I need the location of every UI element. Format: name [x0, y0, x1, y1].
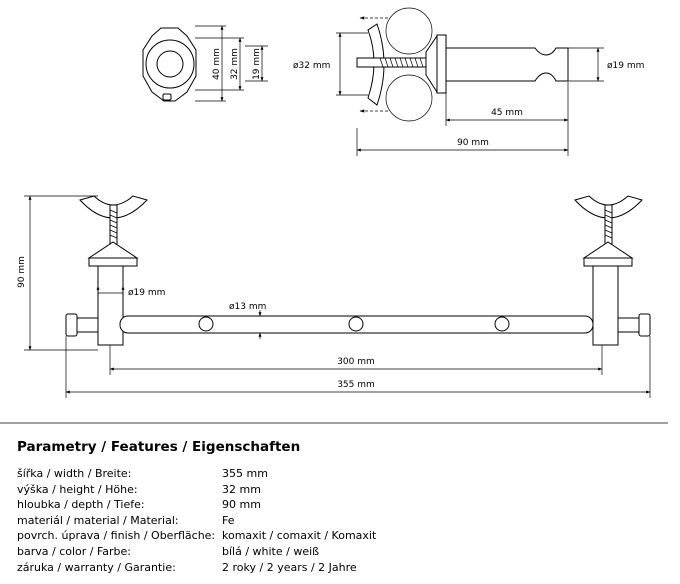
- side-dim-90-label: 90 mm: [457, 138, 489, 148]
- side-view: ø32 mm ø19 mm 45 mm 90 mm: [293, 7, 644, 156]
- feature-label: záruka / warranty / Garantie:: [17, 560, 176, 574]
- side-dim-d32-label: ø32 mm: [293, 61, 330, 71]
- front-view: 40 mm 32 mm 19 mm: [142, 25, 268, 102]
- main-view: 90 mm ø19 mm ø13 mm 300 mm 355 mm: [17, 195, 651, 398]
- features-title: Parametry / Features / Eigenschaften: [17, 439, 301, 455]
- feature-row-finish: povrch. úprava / finish / Oberfläche: ko…: [17, 529, 657, 545]
- feature-row-height: výška / height / Höhe: 32 mm: [17, 483, 657, 499]
- front-dim-40-label: 40 mm: [212, 48, 222, 80]
- feature-label: výška / height / Höhe:: [17, 482, 138, 496]
- feature-row-width: šířka / width / Breite: 355 mm: [17, 467, 657, 483]
- feature-row-depth: hloubka / depth / Tiefe: 90 mm: [17, 498, 657, 514]
- feature-row-warranty: záruka / warranty / Garantie: 2 roky / 2…: [17, 561, 657, 577]
- feature-label: barva / color / Farbe:: [17, 544, 132, 558]
- main-dim-d13-label: ø13 mm: [229, 302, 266, 312]
- feature-value: komaxit / comaxit / Komaxit: [222, 529, 377, 543]
- feature-value: 2 roky / 2 years / 2 Jahre: [222, 560, 357, 574]
- technical-drawing: 40 mm 32 mm 19 mm ø32 mm: [0, 7, 668, 424]
- side-dim-45-label: 45 mm: [491, 108, 523, 118]
- main-dim-90-label: 90 mm: [17, 256, 27, 288]
- feature-label: materiál / material / Material:: [17, 513, 179, 527]
- feature-value: bílá / white / weiß: [222, 544, 320, 558]
- main-dim-355-label: 355 mm: [337, 380, 375, 390]
- main-dim-d19-label: ø19 mm: [128, 288, 165, 298]
- feature-value: 355 mm: [222, 467, 268, 480]
- features-section: Parametry / Features / Eigenschaften šíř…: [17, 439, 657, 576]
- feature-value: Fe: [222, 513, 235, 527]
- feature-value: 32 mm: [222, 482, 261, 496]
- feature-label: šířka / width / Breite:: [17, 467, 132, 480]
- main-dim-300-label: 300 mm: [337, 357, 375, 367]
- feature-value: 90 mm: [222, 498, 261, 512]
- front-dim-19-label: 19 mm: [252, 48, 262, 80]
- side-dim-d19-label: ø19 mm: [607, 61, 644, 71]
- feature-row-material: materiál / material / Material: Fe: [17, 514, 657, 530]
- front-dim-32-label: 32 mm: [230, 48, 240, 80]
- feature-label: povrch. úprava / finish / Oberfläche:: [17, 529, 216, 543]
- features-list: šířka / width / Breite: 355 mm výška / h…: [17, 467, 657, 576]
- feature-row-color: barva / color / Farbe: bílá / white / we…: [17, 545, 657, 561]
- feature-label: hloubka / depth / Tiefe:: [17, 498, 145, 512]
